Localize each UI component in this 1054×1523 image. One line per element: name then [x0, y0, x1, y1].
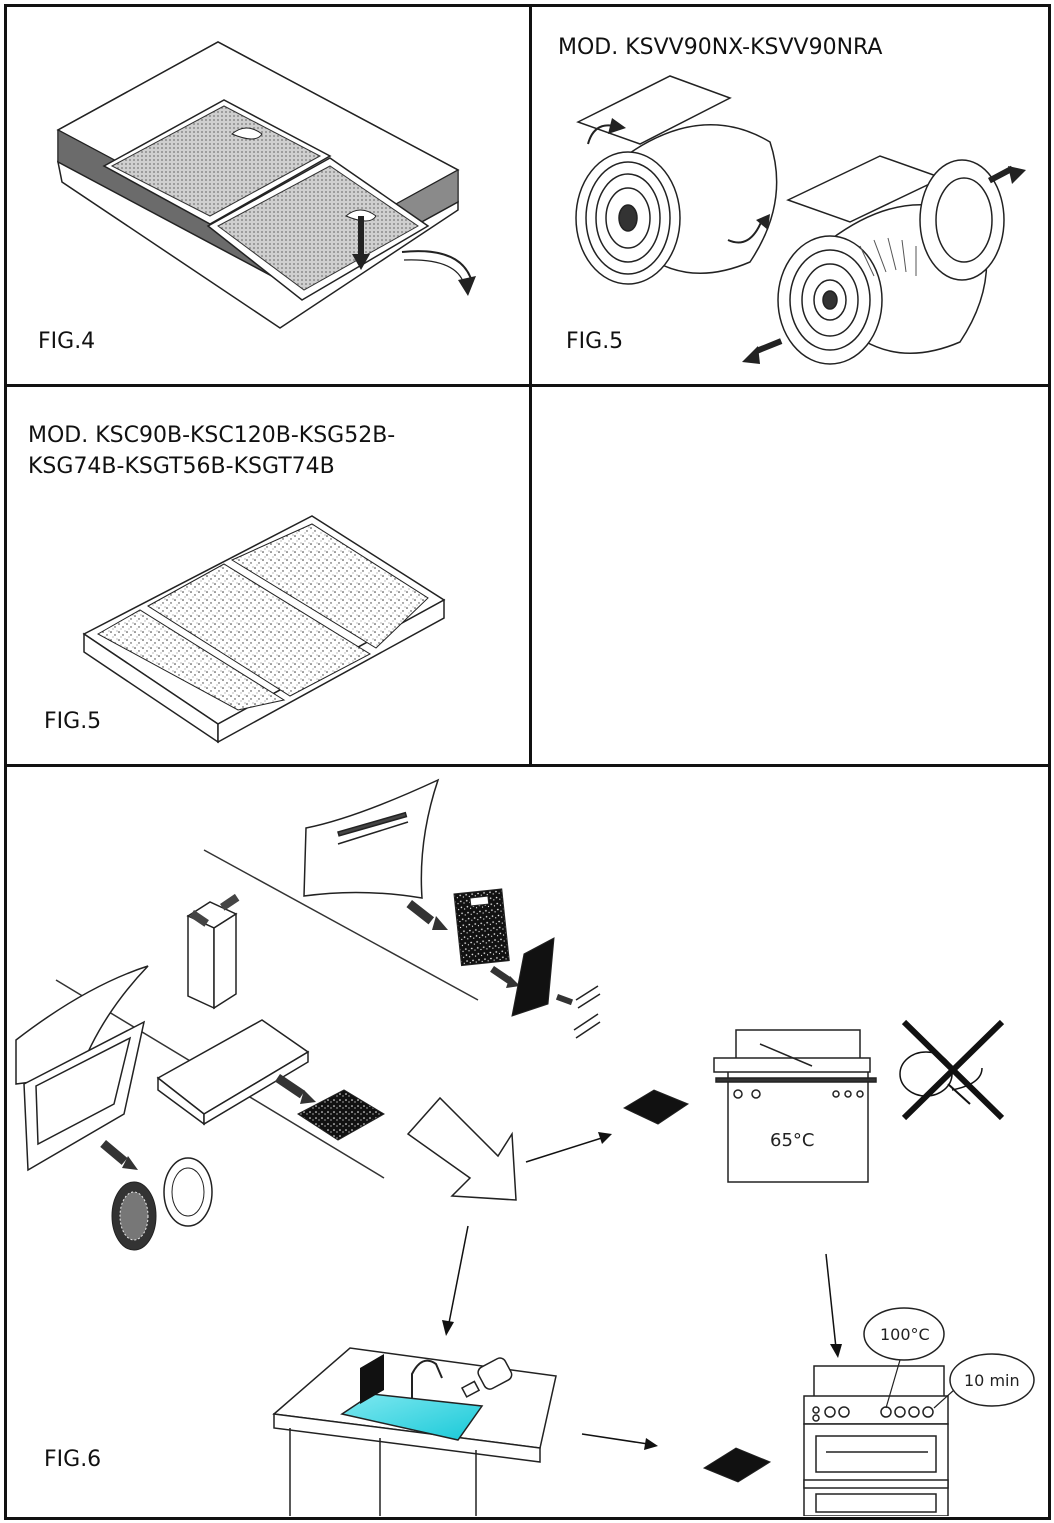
detergent-bottle: [460, 1357, 513, 1398]
angled-hood-top: [303, 778, 440, 899]
oven-time-label: 10 min: [964, 1371, 1020, 1390]
frame-left: [4, 4, 7, 1520]
fig5-carbon-filter-illustration: [82, 515, 446, 744]
angled-hood-left: [15, 965, 149, 1172]
dishwasher-temp-label: 65°C: [770, 1130, 814, 1151]
fig5-bottom-model-line1: MOD. KSC90B-KSC120B-KSG52B-: [28, 423, 396, 448]
fig5-top-model-label: MOD. KSVV90NX-KSVV90NRA: [558, 35, 883, 60]
blower-right: [777, 155, 1005, 365]
chimney-hood: [156, 901, 310, 1126]
fig6-caption: FIG.6: [44, 1447, 102, 1472]
oven-temp-label: 100°C: [880, 1325, 930, 1344]
fig5-blower-illustration: [575, 75, 1026, 365]
dishwasher: [713, 1029, 877, 1183]
frame-row1-divider: [4, 384, 1051, 387]
fig5-top-caption: FIG.5: [566, 329, 624, 354]
fig5-bottom-caption: FIG.5: [44, 709, 102, 734]
frame-top: [4, 4, 1051, 7]
no-scrub-icon: [899, 1019, 1005, 1121]
frame-right: [1048, 4, 1051, 1520]
fig4-caption: FIG.4: [38, 329, 96, 354]
fig4-hood-filter-illustration: [56, 41, 476, 329]
frame-row2-divider: [4, 764, 1051, 767]
oven: [803, 1365, 949, 1516]
blower-left: [575, 75, 778, 285]
fig5-bottom-model-line2: KSG74B-KSGT56B-KSGT74B: [28, 454, 335, 479]
fig6-cleaning-illustration: 65°C: [15, 778, 1035, 1516]
sink-counter: [272, 1347, 557, 1516]
frame-bottom: [4, 1517, 1051, 1520]
